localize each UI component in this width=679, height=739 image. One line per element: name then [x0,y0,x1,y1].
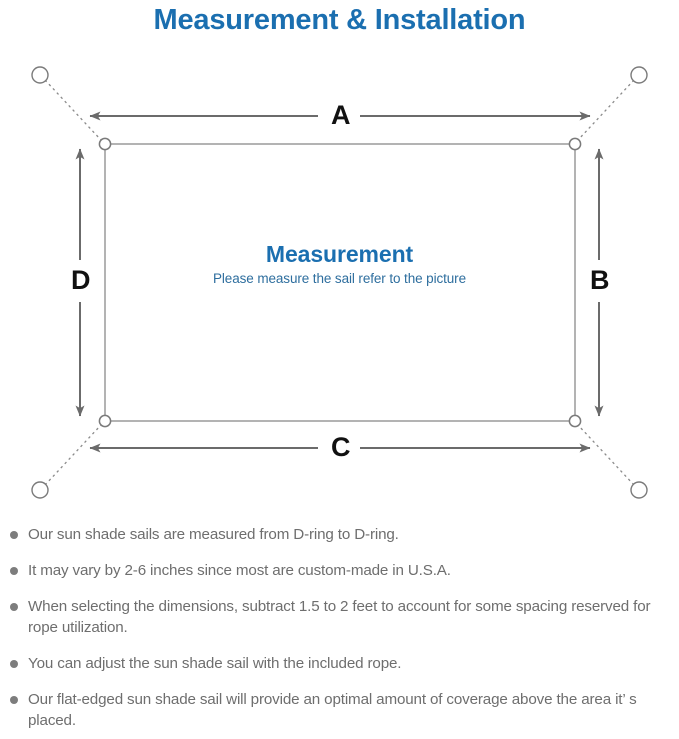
note-text: Our sun shade sails are measured from D-… [28,526,399,543]
rope-top-left [44,79,102,141]
anchor-points [31,66,648,499]
note-text: Our flat-edged sun shade sail will provi… [28,691,637,729]
d-ring-bottom-left [98,414,112,428]
list-item: You can adjust the sun shade sail with t… [0,653,679,674]
anchor-point-top-left [31,66,49,84]
note-text: It may vary by 2-6 inches since most are… [28,562,451,579]
anchor-point-top-right [630,66,648,84]
rope-bottom-left [44,424,102,486]
note-text: You can adjust the sun shade sail with t… [28,655,402,672]
note-text: When selecting the dimensions, subtract … [28,598,651,636]
bullet-icon [10,660,18,668]
list-item: It may vary by 2-6 inches since most are… [0,560,679,581]
d-ring-top-right [568,137,582,151]
diagram-canvas [31,66,648,499]
dimension-label-c: C [322,434,360,461]
list-item: Our flat-edged sun shade sail will provi… [0,689,679,731]
rope-bottom-right [577,424,635,486]
bullet-icon [10,531,18,539]
measurement-diagram: A B C D Measurement Please measure the s… [0,48,679,518]
anchor-point-bottom-left [31,481,49,499]
dimension-label-a: A [322,102,360,129]
bullet-icon [10,696,18,704]
page-title: Measurement & Installation [153,4,526,36]
rope-lines [44,79,635,486]
dimension-label-b: B [581,267,619,294]
d-ring-top-left [98,137,112,151]
shade-sail-body [104,143,576,422]
d-ring-bottom-right [568,414,582,428]
dimension-label-d: D [62,267,100,294]
notes-list: Our sun shade sails are measured from D-… [0,524,679,731]
rope-top-right [577,79,635,141]
bullet-icon [10,603,18,611]
anchor-point-bottom-right [630,481,648,499]
list-item: Our sun shade sails are measured from D-… [0,524,679,545]
bullet-icon [10,567,18,575]
list-item: When selecting the dimensions, subtract … [0,596,679,638]
d-rings [98,137,582,428]
